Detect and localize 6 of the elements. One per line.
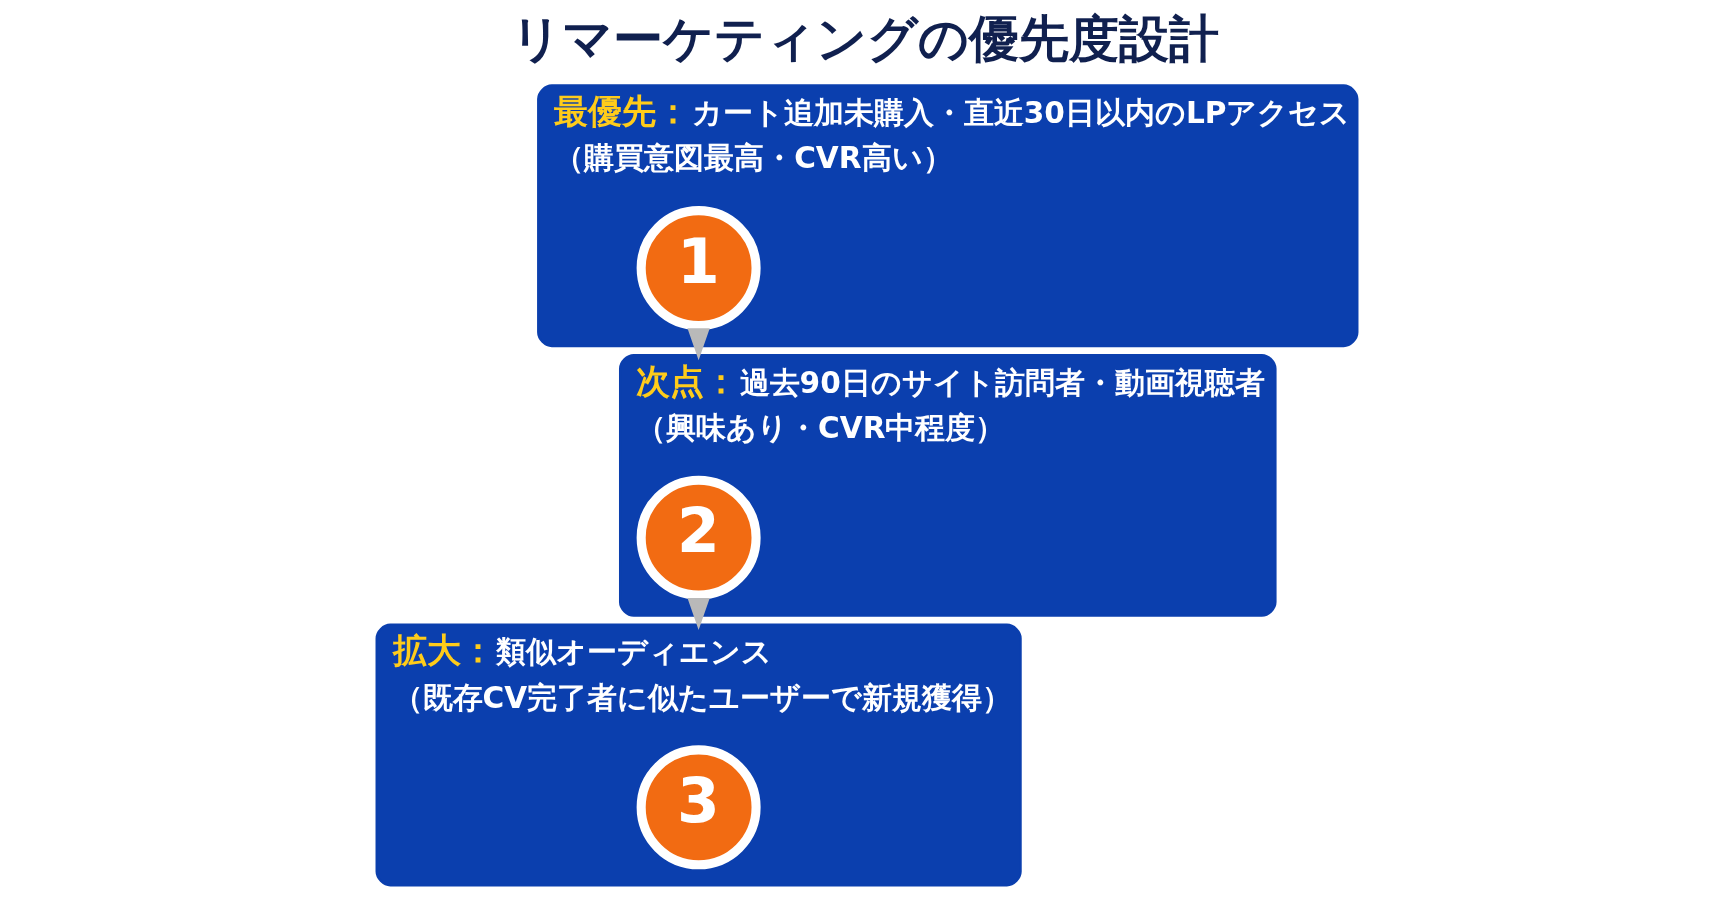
node-circle: 3 [636, 745, 761, 870]
arrow [687, 598, 710, 630]
node-circle: 2 [636, 475, 761, 600]
diagram-title: リマーケティングの優先度設計 [510, 10, 1219, 69]
arrow [687, 328, 710, 361]
node-circle: 1 [636, 206, 761, 331]
